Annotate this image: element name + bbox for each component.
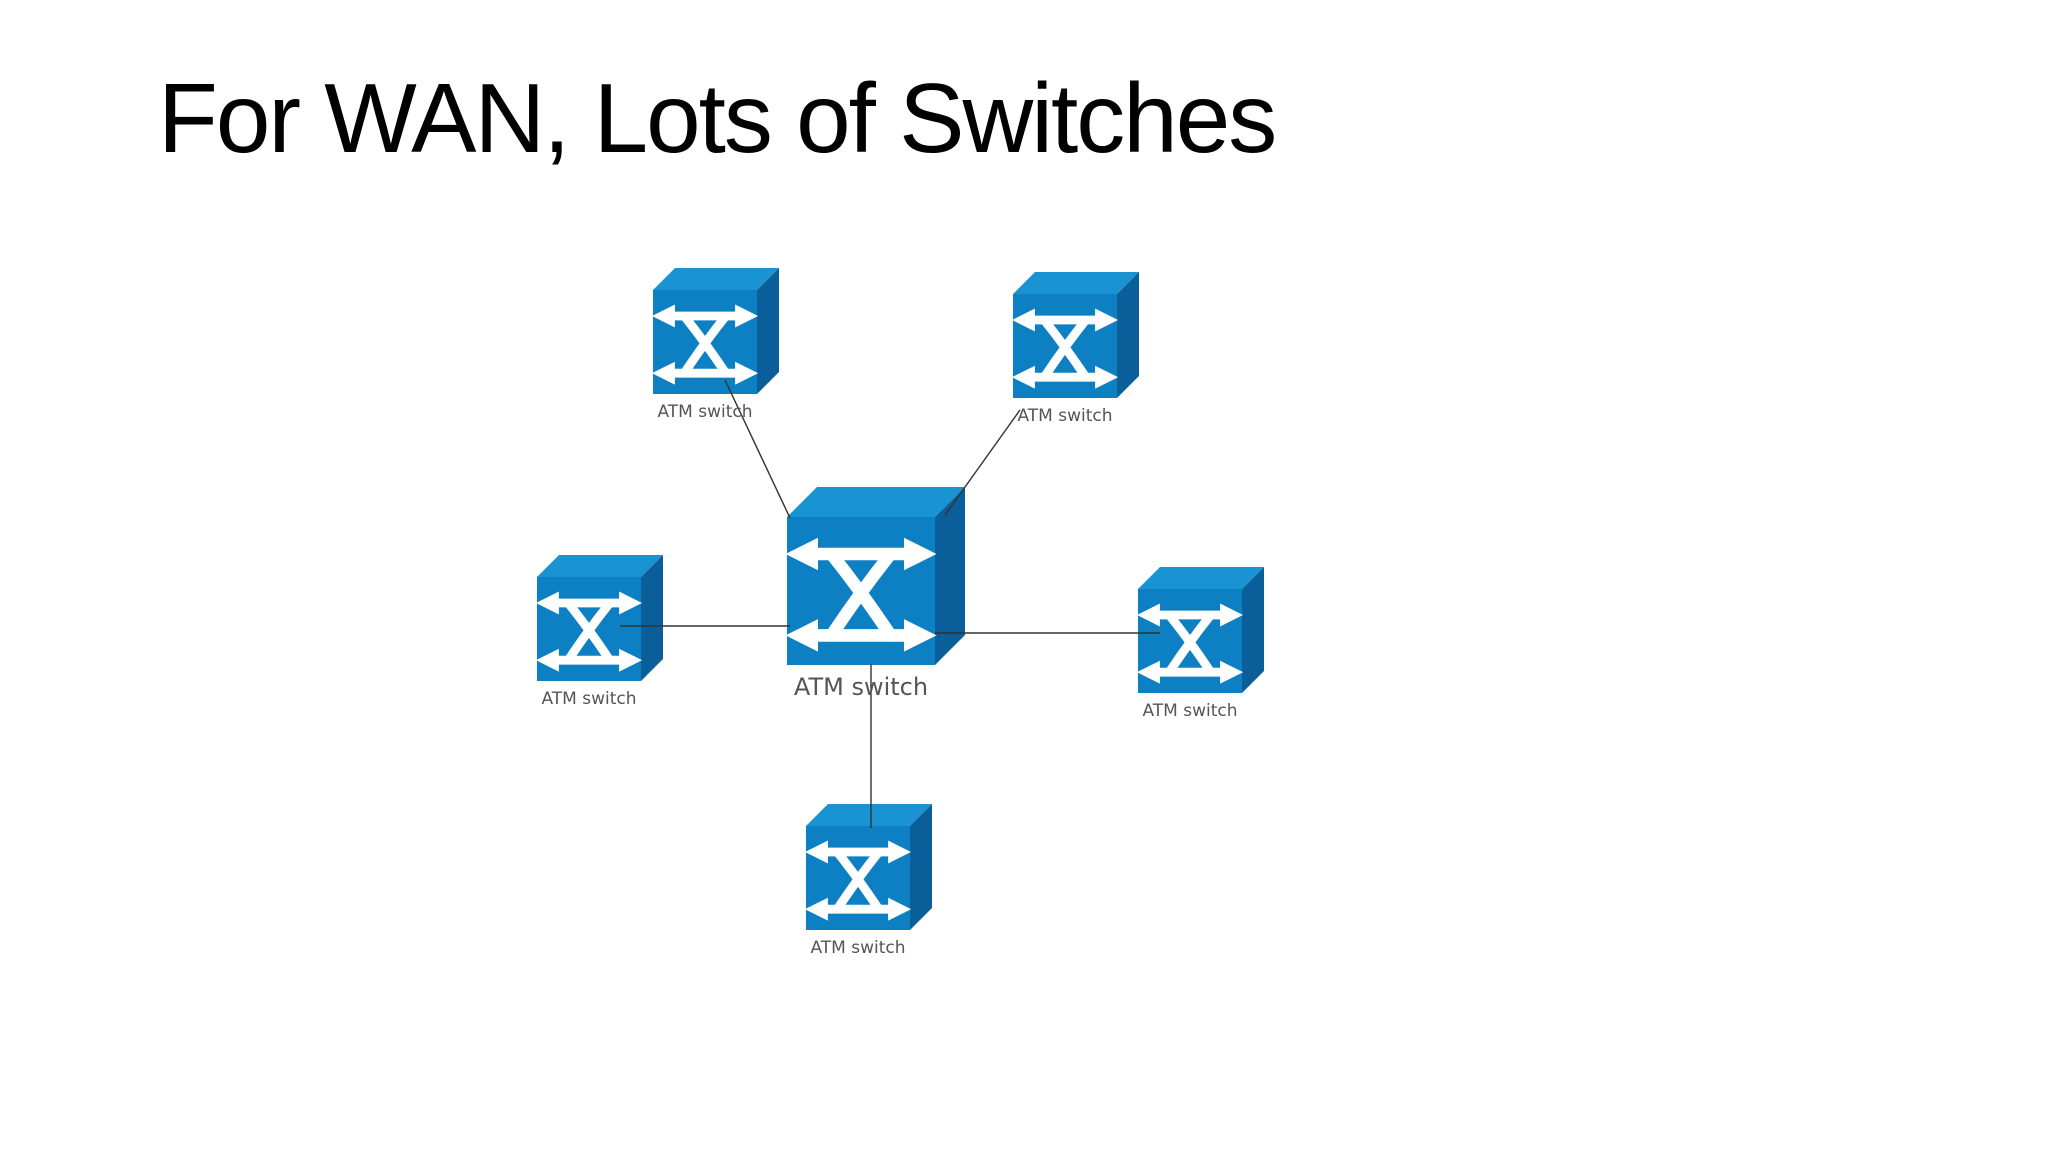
node-label-center: ATM switch: [794, 673, 928, 701]
node-label-left: ATM switch: [541, 689, 636, 709]
atm-switch-icon: [1011, 308, 1119, 389]
slide-title: For WAN, Lots of Switches: [158, 63, 1277, 173]
switch-top-face: [1138, 567, 1264, 589]
switch-top-face: [653, 268, 779, 290]
atm-switch-icon: [785, 537, 937, 652]
switch-top-face: [1013, 272, 1139, 294]
atm-switch-icon: [651, 304, 759, 385]
atm-switch-node-top-right: [1011, 272, 1139, 398]
atm-switch-node-center: [785, 487, 965, 665]
atm-switch-node-left: [535, 555, 663, 681]
atm-switch-node-bottom: [804, 804, 932, 930]
switch-top-face: [787, 487, 965, 517]
switch-top-face: [537, 555, 663, 577]
node-label-top-left: ATM switch: [657, 402, 752, 422]
node-label-right: ATM switch: [1142, 701, 1237, 721]
atm-switch-node-top-left: [651, 268, 779, 394]
switch-side-face: [910, 804, 932, 930]
atm-switch-icon: [535, 591, 643, 672]
link-center-top-left: [724, 379, 791, 519]
node-label-bottom: ATM switch: [810, 938, 905, 958]
link-center-top-right: [944, 409, 1021, 516]
switch-side-face: [1242, 567, 1264, 693]
atm-switch-node-right: [1136, 567, 1264, 693]
switch-side-face: [641, 555, 663, 681]
atm-switch-icon: [1136, 603, 1244, 684]
switch-side-face: [757, 268, 779, 394]
nodes-layer: [535, 268, 1264, 930]
switch-top-face: [806, 804, 932, 826]
switch-side-face: [1117, 272, 1139, 398]
switch-side-face: [935, 487, 965, 665]
node-label-top-right: ATM switch: [1017, 406, 1112, 426]
atm-switch-icon: [804, 840, 912, 921]
